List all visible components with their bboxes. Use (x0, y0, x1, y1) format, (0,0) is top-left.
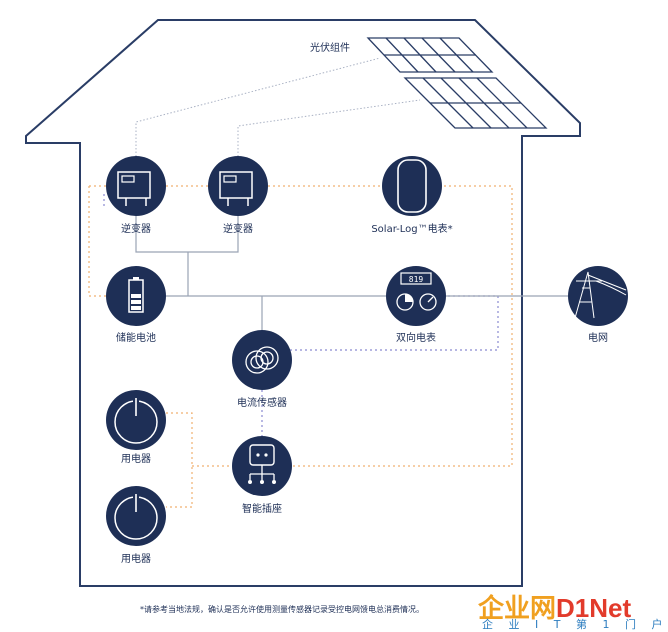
battery-icon (106, 266, 166, 326)
watermark-cn: 企业网 (478, 593, 557, 623)
watermark-logo: 企业网D1Net (478, 588, 631, 625)
solar-panels (366, 37, 548, 129)
grid-label: 电网 (588, 331, 608, 344)
appliance-1-icon (106, 390, 166, 450)
inverter-1 (106, 156, 166, 216)
appliance-2-label: 用电器 (121, 552, 151, 565)
solarlog-label: Solar-Log™电表* (371, 222, 452, 235)
solarlog-meter-icon (382, 156, 442, 216)
pv-wires (135, 57, 421, 160)
bidirectional-meter-icon (386, 266, 446, 326)
purple-dotted-lines (103, 192, 499, 436)
inverter-2 (208, 156, 268, 216)
meter-label: 双向电表 (396, 331, 436, 344)
inverter-1-label: 逆变器 (121, 222, 151, 235)
appliance-2-icon (106, 486, 166, 546)
inverter-2-label: 逆变器 (223, 222, 253, 235)
grey-wires (135, 210, 568, 330)
energy-diagram: 逆变器 逆变器 Solar-Log™电表* 储能电池 819 双向电表 (25, 19, 628, 587)
pv-label: 光伏组件 (310, 41, 350, 54)
grid-pylon-icon (568, 266, 628, 326)
socket-label: 智能插座 (242, 502, 282, 515)
house-outline (25, 19, 581, 587)
battery-label: 储能电池 (116, 331, 156, 344)
meter-digits: 819 (409, 275, 424, 284)
smart-socket-icon (232, 436, 292, 496)
watermark-en: D1Net (556, 593, 632, 623)
current-sensor-icon (232, 330, 292, 390)
sensor-label: 电流传感器 (237, 396, 287, 409)
appliance-1-label: 用电器 (121, 452, 151, 465)
footnote: *请参考当地法规，确认是否允许使用测量传感器记录受控电网馈电总消费情况。 (140, 605, 424, 614)
watermark-sub: 企 业 I T 第 1 门 户 (482, 618, 668, 631)
orange-dotted-lines (88, 185, 513, 508)
